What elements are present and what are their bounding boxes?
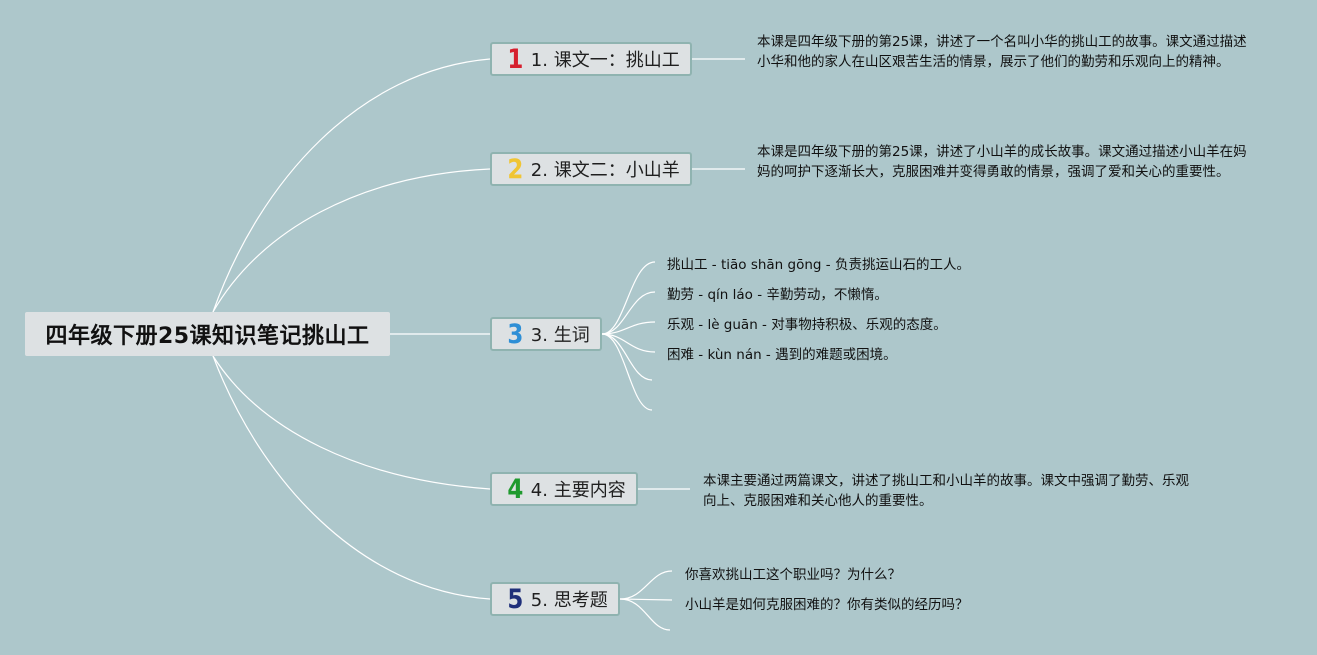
vocab-item[interactable]: 挑山工 - tiāo shān gōng - 负责挑运山石的工人。 — [667, 257, 970, 273]
branch-label: 1. 课文一：挑山工 — [530, 50, 680, 71]
connector-branch3-item2 — [601, 291, 656, 335]
branch-main-content-desc[interactable]: 本课主要通过两篇课文，讲述了挑山工和小山羊的故事。课文中强调了勤劳、乐观向上、克… — [703, 473, 1189, 509]
number-2-icon: 2 — [507, 153, 524, 185]
branch-label: 3. 生词 — [530, 325, 590, 346]
vocab-item[interactable]: 困难 - kùn nán - 遇到的难题或困境。 — [667, 347, 897, 363]
connector-root-branch1 — [212, 58, 491, 313]
number-1-icon: 1 — [507, 43, 524, 75]
connector-root-branch2 — [212, 168, 491, 313]
number-3-icon: 3 — [507, 318, 524, 350]
vocab-item[interactable]: 勤劳 - qín láo - 辛勤劳动，不懒惰。 — [667, 287, 888, 303]
connector-root-branch4 — [212, 355, 491, 490]
central-topic[interactable]: 四年级下册25课知识笔记挑山工 — [25, 312, 390, 356]
number-5-icon: 5 — [507, 583, 524, 615]
connector-branch3-item3 — [601, 321, 656, 335]
branch-lesson-two[interactable]: 2 2. 课文二：小山羊 — [490, 152, 692, 186]
branch-label: 5. 思考题 — [530, 590, 608, 611]
question-item[interactable]: 小山羊是如何克服困难的？你有类似的经历吗？ — [685, 597, 969, 613]
branch-main-content[interactable]: 4 4. 主要内容 — [490, 472, 638, 506]
connector-branch5-item2 — [619, 598, 673, 601]
connector-branch5-item3 — [619, 598, 671, 631]
branch-label: 4. 主要内容 — [530, 480, 626, 501]
branch-lesson-one-desc[interactable]: 本课是四年级下册的第25课，讲述了一个名叫小华的挑山工的故事。课文通过描述小华和… — [757, 34, 1247, 70]
central-topic-label: 四年级下册25课知识笔记挑山工 — [45, 324, 370, 349]
number-4-icon: 4 — [507, 473, 524, 505]
question-item[interactable]: 你喜欢挑山工这个职业吗？为什么？ — [685, 567, 901, 583]
connector-branch3-item5 — [601, 333, 653, 381]
vocab-item[interactable]: 乐观 - lè guān - 对事物持积极、乐观的态度。 — [667, 317, 947, 333]
branch-vocabulary[interactable]: 3 3. 生词 — [490, 317, 602, 351]
branch-label: 2. 课文二：小山羊 — [530, 160, 680, 181]
connector-root-branch5 — [212, 355, 491, 600]
branch-questions[interactable]: 5 5. 思考题 — [490, 582, 620, 616]
connector-branch3-item1 — [601, 261, 656, 335]
connector-branch3-item6 — [601, 333, 653, 411]
branch-lesson-one[interactable]: 1 1. 课文一：挑山工 — [490, 42, 692, 76]
connector-branch5-item1 — [619, 570, 673, 600]
branch-lesson-two-desc[interactable]: 本课是四年级下册的第25课，讲述了小山羊的成长故事。课文通过描述小山羊在妈妈的呵… — [757, 144, 1247, 180]
